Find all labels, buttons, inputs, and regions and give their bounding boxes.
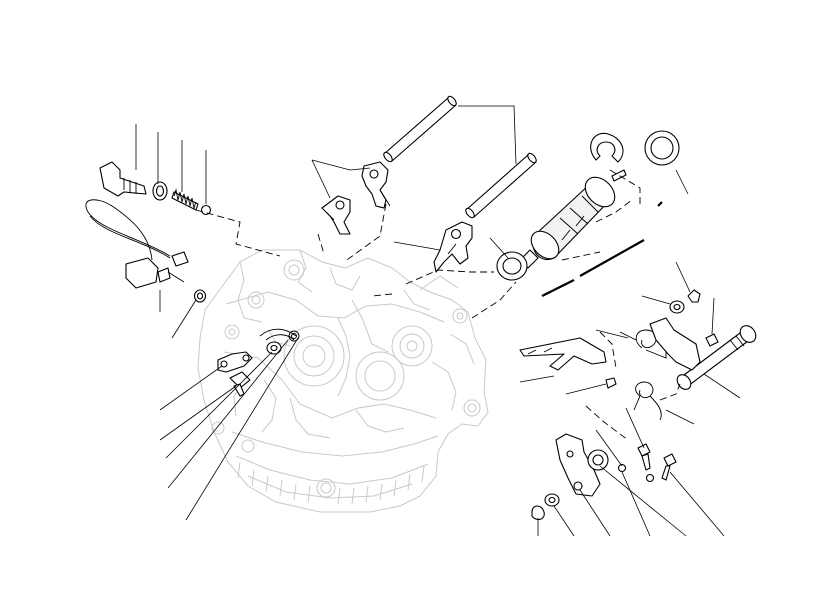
ratchet-bushing bbox=[544, 493, 560, 507]
ratchet-circlip bbox=[531, 505, 545, 521]
shift-lever-arm bbox=[519, 337, 607, 371]
plate-spring bbox=[259, 328, 300, 342]
ratchet-washer bbox=[617, 463, 627, 473]
shaft-return-spring bbox=[619, 317, 701, 371]
sensor-washer bbox=[193, 289, 207, 303]
ratchet-bolt-1 bbox=[637, 443, 651, 471]
section-lines bbox=[541, 201, 663, 297]
shift-fork-right bbox=[361, 161, 391, 209]
selector-drum bbox=[519, 176, 616, 269]
shaft-circlip bbox=[705, 333, 719, 347]
shift-fork-rod-lower bbox=[465, 152, 537, 219]
shift-fork-center bbox=[433, 221, 473, 273]
ratchet-lever bbox=[555, 433, 601, 497]
drum-washer-large bbox=[644, 130, 680, 166]
plug-ball bbox=[200, 204, 212, 216]
plate-washer bbox=[266, 341, 282, 355]
ratchet-washer-2 bbox=[645, 473, 655, 483]
plate-screw bbox=[229, 371, 251, 397]
ratchet-bolt-2 bbox=[661, 453, 677, 481]
crankcase bbox=[197, 249, 489, 513]
shift-fork-rod-upper bbox=[383, 95, 457, 163]
neutral-plug-bolt bbox=[99, 161, 147, 197]
drum-dowel-pin bbox=[611, 169, 627, 182]
assembly-lines bbox=[195, 169, 681, 441]
lever-bolt bbox=[605, 377, 617, 389]
shaft-small-spring bbox=[633, 381, 662, 421]
shaft-washer-top bbox=[669, 300, 685, 314]
leader-lines bbox=[135, 105, 741, 537]
retaining-plate bbox=[217, 351, 253, 373]
plug-washer bbox=[152, 181, 168, 201]
drum-washer-small bbox=[496, 251, 528, 281]
gear-shift-shaft bbox=[676, 325, 757, 390]
shift-fork-left bbox=[321, 195, 351, 235]
neutral-sensor-cable bbox=[85, 199, 189, 289]
drum-circlip bbox=[590, 132, 624, 163]
plug-spring bbox=[171, 188, 199, 211]
ratchet-spacer bbox=[587, 449, 609, 471]
shaft-nut-top bbox=[687, 289, 701, 303]
